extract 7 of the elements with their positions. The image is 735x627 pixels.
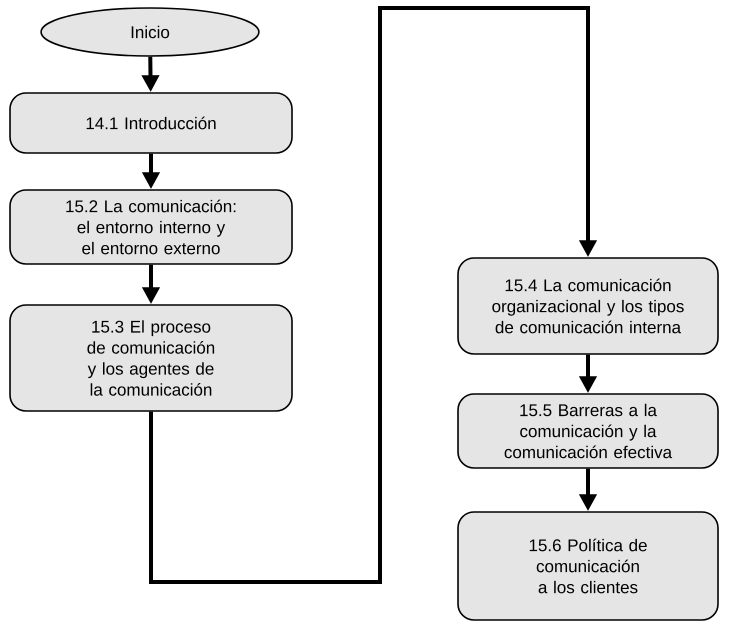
process-box: 15.3 El proceso de comunicación y los agentes de la comunicación bbox=[9, 304, 293, 412]
process-box: 15.6 Política de comunicación a los clientes bbox=[457, 511, 719, 621]
process-box: 15.4 La comunicación organizacional y los tipos de comunicación interna bbox=[457, 257, 719, 355]
process-box: 14.1 Introducción bbox=[9, 92, 293, 154]
arrow bbox=[149, 6, 598, 584]
process-box: 15.2 La comunicación: el entorno interno y el entorno externo bbox=[9, 189, 293, 265]
process-box: 15.5 Barreras a la comunicación y la comunicación efectiva bbox=[457, 393, 719, 469]
